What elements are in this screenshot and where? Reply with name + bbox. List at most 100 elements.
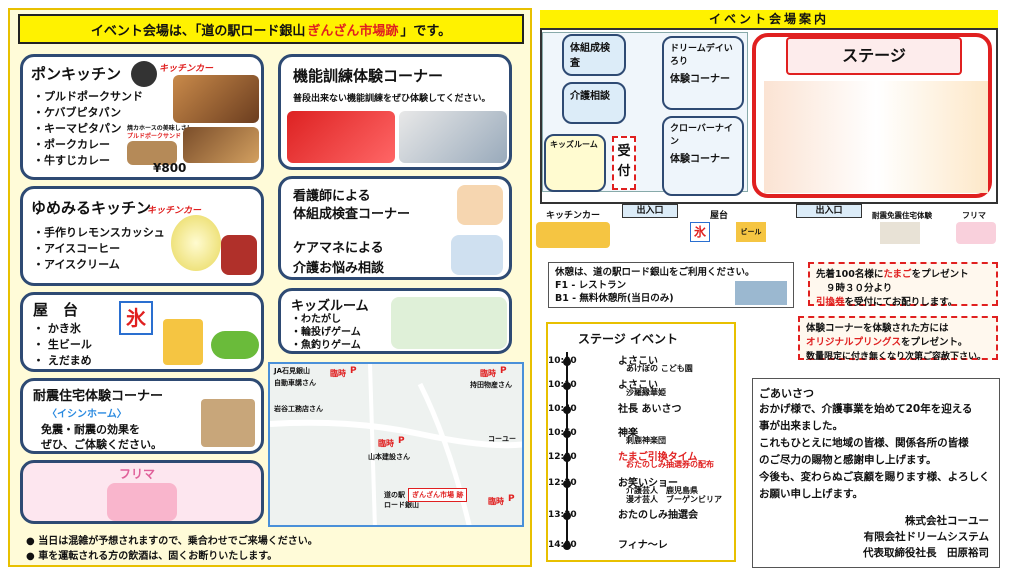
sandwich-photo	[127, 141, 177, 165]
timeline-line	[566, 352, 568, 548]
greeting-line: おかげ様で、介護事業を始めて20年を迎える	[759, 403, 973, 415]
signature-line: 有限会社ドリームシステム	[863, 531, 989, 543]
booth-label: 付	[617, 164, 631, 179]
present-text: ９時３０分より	[826, 283, 893, 294]
schedule-time: 12:30	[548, 478, 577, 488]
kango-line: 看護師による	[293, 189, 371, 204]
list-item: ・ポークカレー	[33, 138, 110, 151]
stage-performers-icon	[764, 81, 988, 193]
kitchen-car-area-label: キッチンカー	[546, 211, 601, 221]
schedule-time: 10:10	[548, 380, 577, 390]
yatai-area-label: 屋台	[710, 211, 729, 221]
signature-block: 株式会社コーユー 有限会社ドリームシステム 代表取締役社長 田原裕司	[863, 513, 989, 561]
shaved-ice-flag-icon: 氷	[119, 301, 153, 335]
kitchen-car-tag: キッチンカー	[147, 206, 202, 216]
booth-body-composition: 体組成検査	[562, 34, 626, 76]
schedule-time: 10:40	[548, 404, 577, 414]
reception-booth: 受 付	[612, 136, 636, 190]
yatai-card: 屋 台 ・ かき氷 ・ 生ビール ・ えだまめ 氷	[20, 292, 264, 372]
parking-icon: P	[350, 366, 357, 376]
stage-schedule-panel	[546, 322, 736, 562]
furima-title: フリマ	[119, 467, 156, 481]
rest-line: 休憩は、道の駅ロード銀山をご利用ください。	[555, 267, 755, 278]
schedule-event-name: 社長 あいさつ	[618, 404, 682, 415]
stage-area: ステージ	[752, 33, 992, 198]
timeline-dot	[563, 454, 571, 462]
rest-info-box: 休憩は、道の駅ロード銀山をご利用ください。 F1 - レストラン B1 - 無料…	[548, 262, 794, 308]
venue-banner: イベント会場は、「道の駅ロード銀山 ぎんざん市場跡 」です。	[18, 14, 524, 44]
schedule-time: 13:30	[548, 510, 577, 520]
parking-icon: P	[500, 366, 507, 376]
schedule-event-name: よさこい	[618, 356, 658, 367]
map-label: JA石見銀山	[274, 367, 311, 375]
timeline-dot	[563, 382, 571, 390]
yumemiru-title: ゆめみるキッチン	[31, 199, 152, 217]
timeline-dot	[563, 406, 571, 414]
training-photo	[287, 111, 395, 163]
taishin-area-label: 耐震免震住宅体験	[872, 211, 932, 220]
entrance-label: 出入口	[622, 204, 678, 218]
list-item: ・アイスコーヒー	[33, 242, 121, 255]
booth-dreamday: ドリームデイいろり 体験コーナー	[662, 36, 744, 110]
list-item: ・輪投げゲーム	[291, 327, 361, 338]
kango-line: 体組成検査コーナー	[293, 207, 411, 222]
signature-line: 代表取締役社長 田原裕司	[863, 547, 989, 559]
greeting-title: ごあいさつ	[759, 387, 814, 400]
kango-card: 看護師による 体組成検査コーナー ケアマネによる 介護お悩み相談	[278, 176, 512, 280]
schedule-event-sub: 刺鹿神楽団	[626, 436, 666, 445]
yatai-menu-list: ・ かき氷 ・ 生ビール ・ えだまめ	[33, 321, 92, 369]
schedule-event-name: おたのしみ抽選会	[618, 510, 698, 521]
food-photo	[173, 75, 259, 123]
edamame-icon	[211, 331, 259, 359]
taishin-title: 耐震住宅体験コーナー	[33, 389, 164, 404]
schedule-event-sub: あけぼの こども園	[626, 364, 693, 373]
kango-line: 介護お悩み相談	[293, 261, 385, 276]
schedule-event-sub: おたのしみ抽選券の配布	[626, 460, 714, 469]
rest-line: B1 - 無料休憩所(当日のみ)	[555, 293, 674, 304]
schedule-event-name: お笑いショー	[618, 478, 678, 489]
kids-title: キッズルーム	[291, 299, 369, 314]
map-label: 道の駅	[384, 491, 405, 499]
stage-title: ステージ	[786, 37, 962, 75]
map-label: 自動車講さん	[274, 379, 316, 387]
curry-photo	[183, 127, 259, 163]
venue-map: JA石見銀山 自動車講さん 臨時 P 臨時 P 持田物産さん 岩谷工務店さん 臨…	[268, 362, 524, 527]
greeting-line: 事が出来ました。	[759, 420, 843, 432]
list-item: ・ 生ビール	[33, 338, 92, 351]
schedule-title: ステージ イベント	[578, 332, 678, 346]
entrance-label: 出入口	[796, 204, 862, 218]
schedule-event-name: フィナ～レ	[618, 540, 668, 551]
list-item: ・アイスクリーム	[33, 258, 120, 271]
timeline-dot	[563, 358, 571, 366]
present-text: 数量限定に付き無くなり次第ご容赦下さい。	[806, 352, 987, 362]
greeting-line: これもひとえに地域の皆様、関係各所の皆様	[759, 437, 969, 449]
kitchen-car-tag: キッチンカー	[159, 64, 214, 74]
egg-present-box: 先着100名様にたまごをプレゼント ９時３０分より 引換券を受付にてお配りします…	[808, 262, 998, 308]
present-highlight: オリジナルプリングス	[806, 337, 902, 348]
list-item: ・ケバブピタパン	[33, 106, 122, 119]
list-item: ・プルドポークサンド	[33, 90, 143, 103]
present-text: をプレゼント	[911, 269, 969, 280]
yumemiru-menu-list: ・手作りレモンスカッシュ ・アイスコーヒー ・アイスクリーム	[33, 225, 165, 273]
parking-icon: P	[398, 436, 405, 446]
rest-line: F1 - レストラン	[555, 280, 627, 291]
menu-name: プルドポークサンド	[127, 133, 182, 140]
notice-line: ● 当日は混雑が予想されますので、乗合わせでご来場ください。	[26, 536, 318, 547]
price-label: ¥800	[153, 161, 187, 175]
yatai-title: 屋 台	[33, 301, 79, 319]
furima-area-label: フリマ	[962, 211, 986, 220]
shaved-ice-flag-icon: 氷	[690, 222, 710, 242]
kunren-title: 機能訓練体験コーナー	[293, 67, 444, 85]
booth-label: 介護相談	[570, 91, 610, 102]
taishin-card: 耐震住宅体験コーナー 〈イシンホーム〉 免震・耐震の効果を ぜひ、ご体験ください…	[20, 378, 264, 454]
present-highlight: 引換券	[816, 297, 845, 308]
booth-label: 体験コーナー	[670, 154, 730, 165]
booth-label: 体組成検査	[570, 43, 610, 69]
kango-line: ケアマネによる	[293, 241, 384, 256]
banner-highlight: ぎんざん市場跡	[307, 23, 399, 39]
kids-list: ・わたがし ・輪投げゲーム ・魚釣りゲーム	[291, 313, 361, 352]
house-model-icon	[880, 222, 920, 244]
timeline-dot	[563, 542, 571, 550]
present-text: 体験コーナーを体験された方には	[806, 323, 949, 334]
yumemiru-kitchen-card: ゆめみるキッチン キッチンカー ・手作りレモンスカッシュ ・アイスコーヒー ・ア…	[20, 186, 264, 286]
